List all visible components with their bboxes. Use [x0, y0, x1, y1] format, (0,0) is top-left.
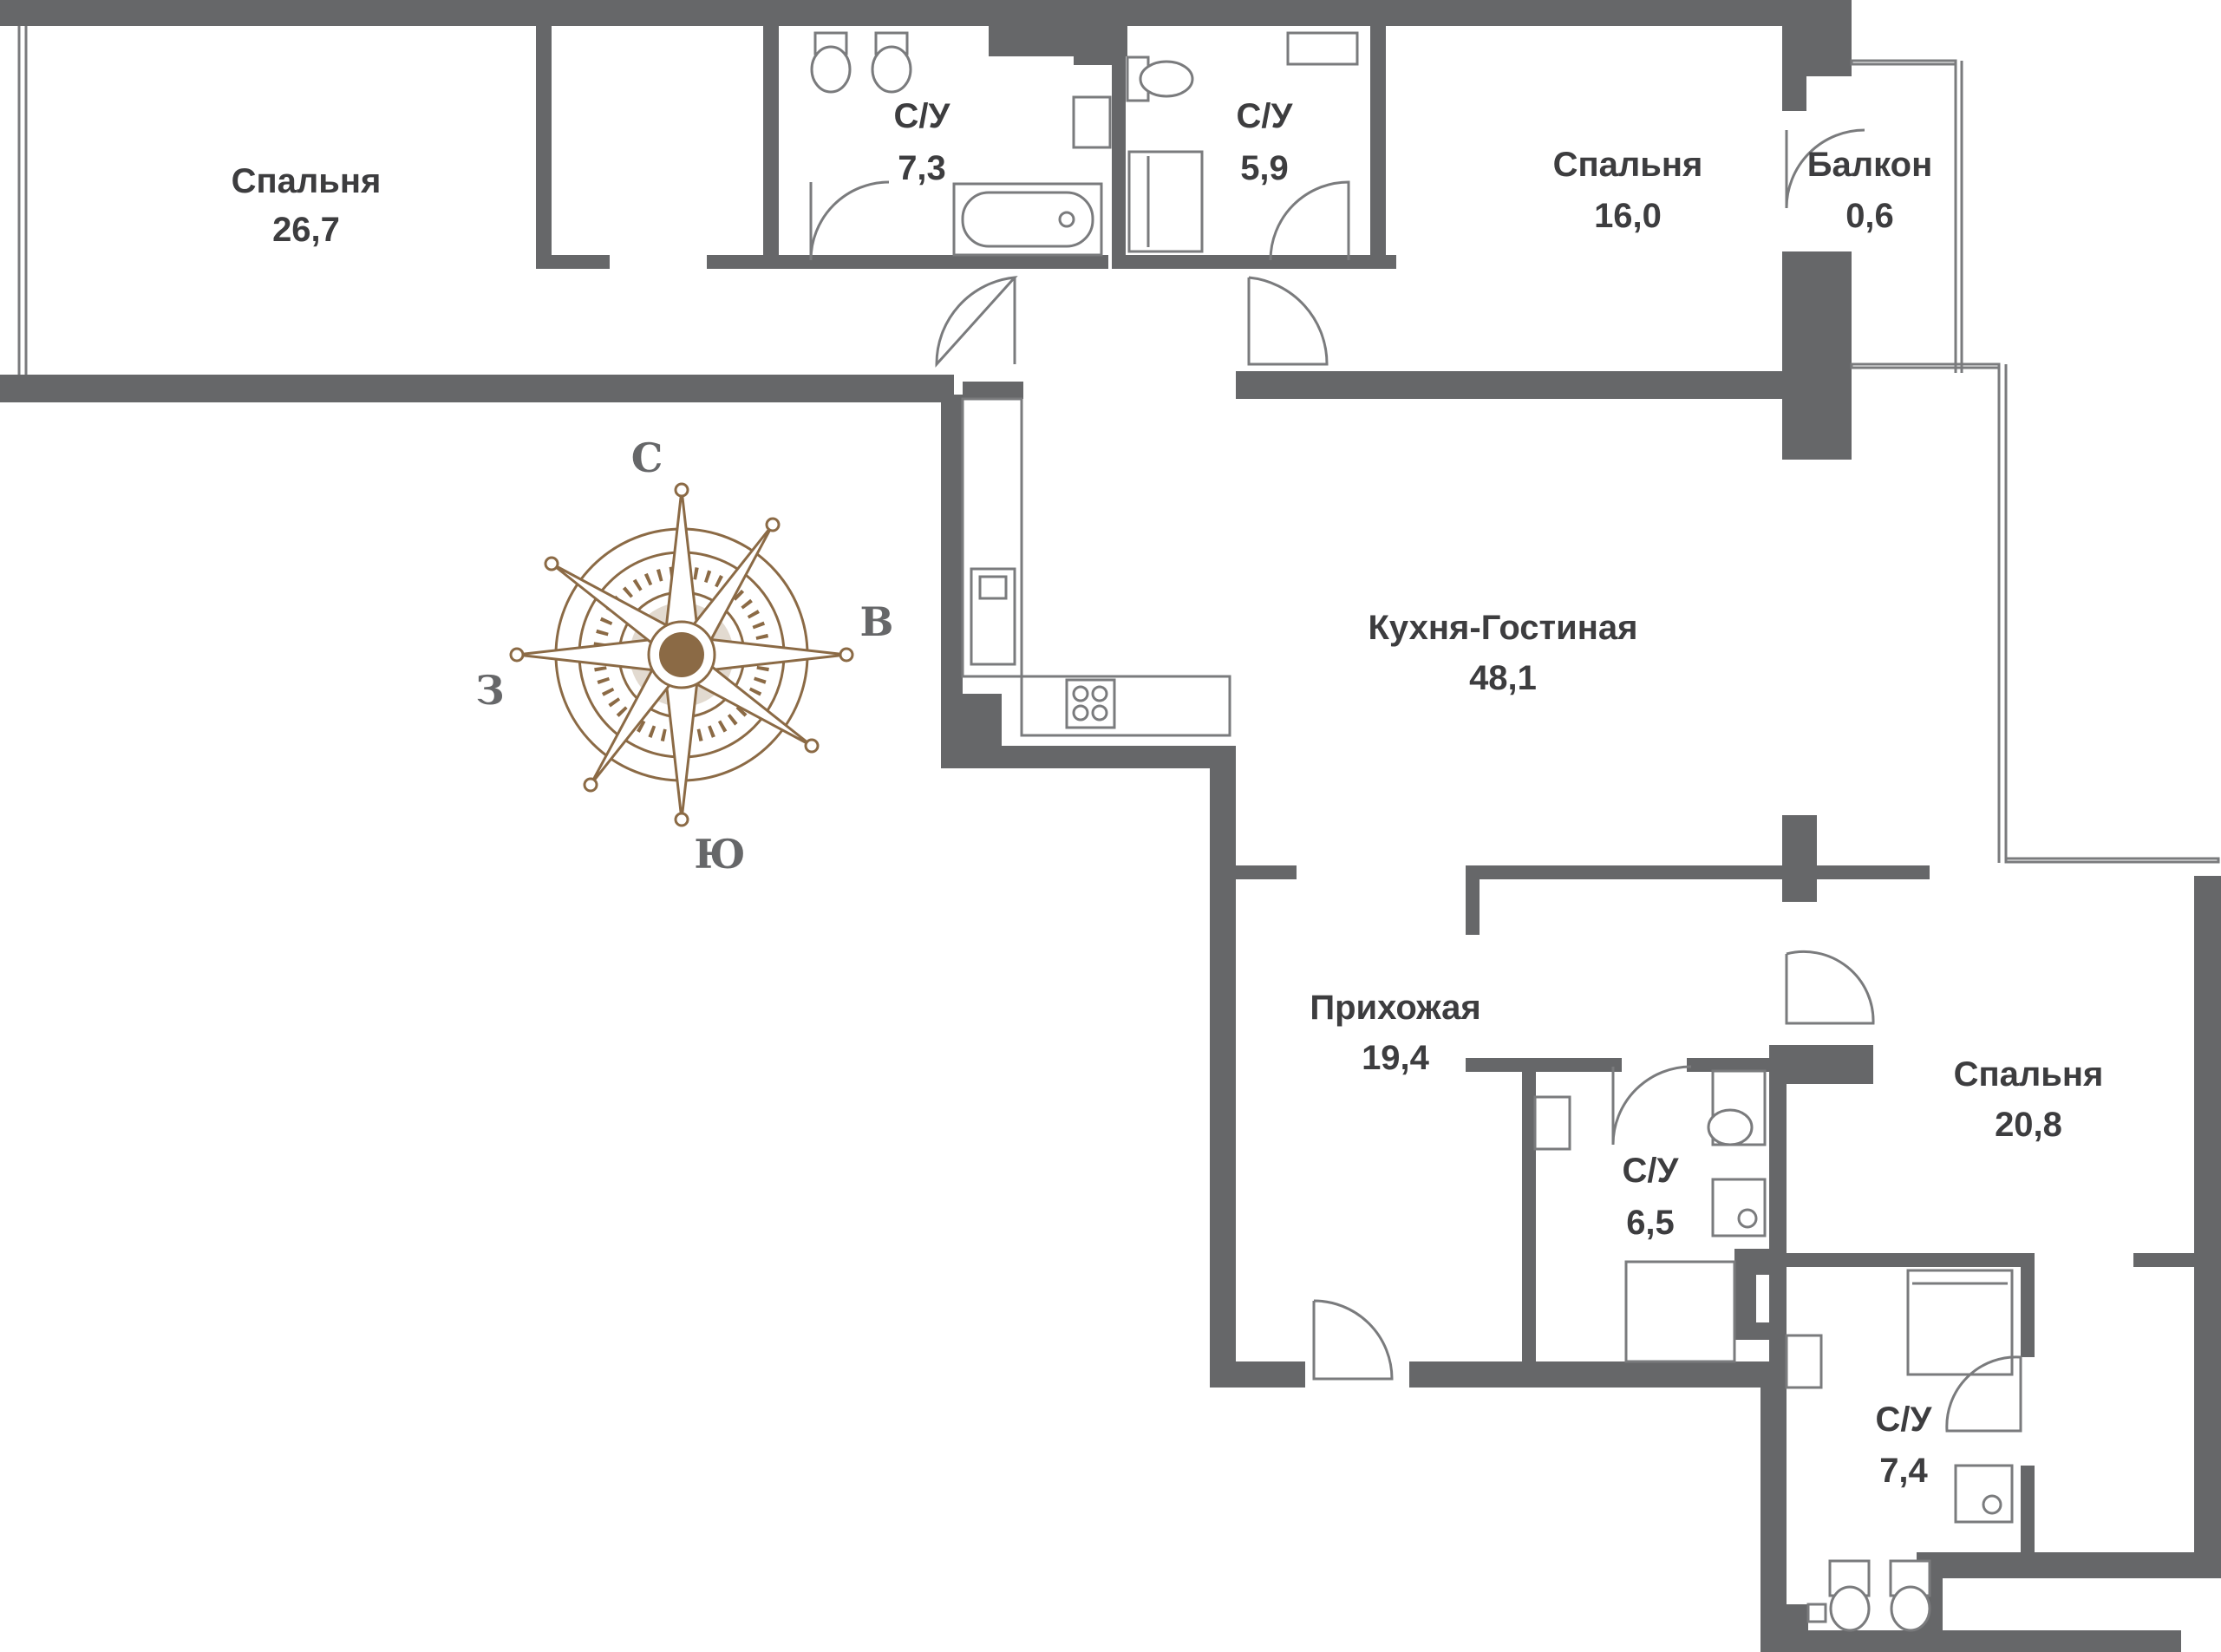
room-area-kitchen-living: 48,1 [1469, 659, 1537, 697]
room-area-bedroom-3: 20,8 [1995, 1106, 2062, 1144]
compass-north-label: С [631, 434, 663, 481]
room-area-bathroom-3: 6,5 [1626, 1204, 1675, 1242]
room-area-bathroom-1: 7,3 [898, 149, 946, 187]
room-name-bedroom-2: Спальня [1553, 146, 1703, 184]
room-labels: Спальня 26,7 С/У 7,3 С/У 5,9 Спальня 16,… [232, 97, 2104, 1490]
room-name-hallway: Прихожая [1310, 989, 1480, 1027]
room-name-bathroom-3: С/У [1623, 1152, 1680, 1190]
doors [809, 128, 2022, 1433]
room-name-bedroom-1: Спальня [232, 162, 382, 200]
room-area-bedroom-1: 26,7 [272, 211, 340, 249]
room-name-balcony: Балкон [1807, 146, 1933, 184]
compass-rose-icon [509, 482, 854, 827]
room-area-bedroom-2: 16,0 [1594, 197, 1662, 235]
room-name-bedroom-3: Спальня [1954, 1055, 2104, 1094]
room-name-bathroom-2: С/У [1237, 97, 1294, 135]
room-area-bathroom-2: 5,9 [1240, 149, 1289, 187]
room-name-bathroom-1: С/У [894, 97, 951, 135]
room-area-bathroom-4: 7,4 [1879, 1452, 1928, 1490]
compass-south-label: Ю [694, 831, 745, 878]
room-area-balcony: 0,6 [1845, 197, 1894, 235]
bathroom-fixtures [810, 31, 2014, 1632]
compass-labels: С В Ю З [475, 434, 893, 878]
room-name-kitchen-living: Кухня-Гостиная [1369, 609, 1638, 647]
windows-and-cabinets [17, 26, 2220, 864]
compass-west-label: З [475, 667, 504, 714]
room-name-bathroom-4: С/У [1876, 1401, 1933, 1439]
compass-east-label: В [860, 598, 894, 645]
room-area-hallway: 19,4 [1362, 1039, 1430, 1077]
